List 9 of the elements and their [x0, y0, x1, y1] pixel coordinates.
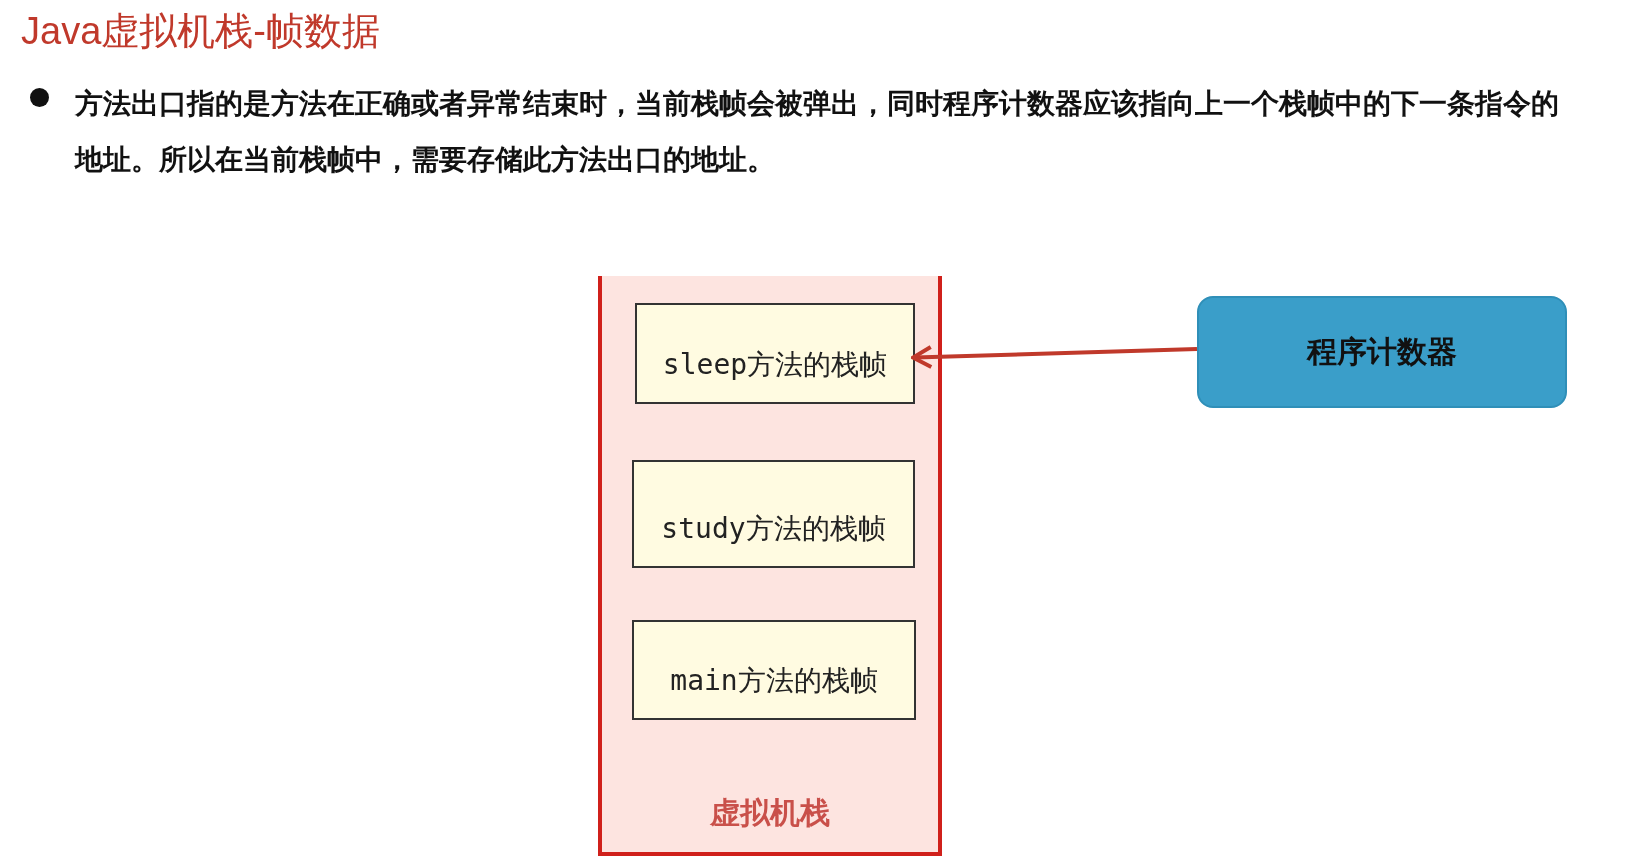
bullet-text: 方法出口指的是方法在正确或者异常结束时，当前栈帧会被弹出，同时程序计数器应该指向上一个栈帧中的下一条指令的地址。所以在当前栈帧中，需要存储此方法出口的地址。	[75, 87, 1560, 177]
stack-box	[598, 276, 942, 856]
stack-frame-box: main方法的栈帧	[632, 620, 916, 720]
stack-label: 虚拟机栈	[709, 795, 831, 831]
slide-title: Java虚拟机栈-帧数据	[21, 9, 380, 54]
arrow	[911, 345, 1198, 369]
counter-box: 程序计数器	[1197, 296, 1567, 408]
stack-frame-box: study方法的栈帧	[632, 460, 915, 568]
stack-frame-box: sleep方法的栈帧	[635, 303, 915, 404]
